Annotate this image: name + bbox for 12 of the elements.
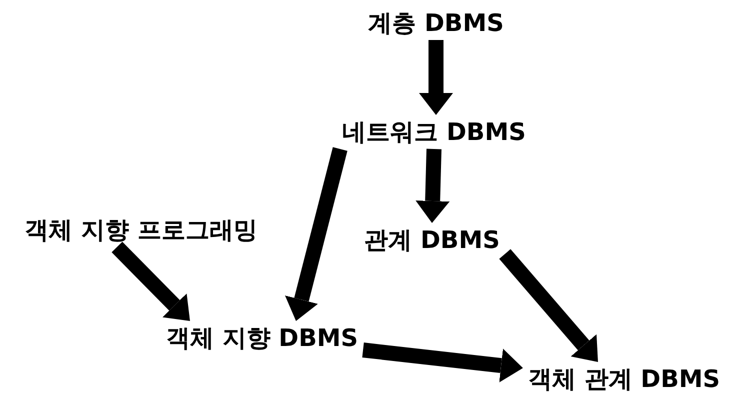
- node-label: 네트워크 DBMS: [337, 115, 531, 149]
- node-label: 객체 지향 DBMS: [160, 321, 364, 355]
- arrow: [499, 249, 598, 362]
- arrow: [362, 342, 523, 382]
- node-label: 계층 DBMS: [363, 6, 509, 40]
- node-label: 객체 지향 프로그래밍: [20, 213, 262, 247]
- node-label: 관계 DBMS: [359, 223, 505, 257]
- arrow: [419, 40, 453, 115]
- node-label: 객체 관계 DBMS: [522, 362, 726, 396]
- arrow: [285, 147, 348, 321]
- arrow: [112, 242, 190, 321]
- arrow: [416, 148, 450, 223]
